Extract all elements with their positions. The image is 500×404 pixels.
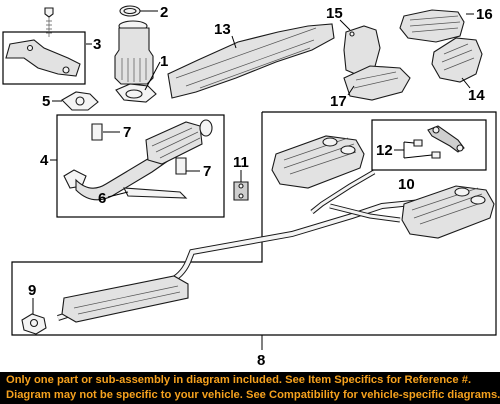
hanger-11-hole bbox=[238, 193, 244, 199]
muffler-left bbox=[271, 135, 365, 189]
disclaimer-banner: Only one part or sub-assembly in diagram… bbox=[0, 372, 500, 404]
callout-4: 4 bbox=[40, 152, 49, 169]
shield-14-ribs bbox=[441, 43, 475, 71]
part-5-gasket bbox=[61, 91, 99, 111]
leader-12 bbox=[394, 141, 433, 159]
bracket-hole bbox=[62, 66, 70, 74]
muffler-left-tip bbox=[340, 145, 356, 155]
rear-pipes-fill bbox=[311, 170, 401, 222]
part-4-box bbox=[56, 114, 225, 218]
resonator bbox=[61, 275, 189, 323]
callout-6: 6 bbox=[98, 190, 106, 207]
callout-5: 5 bbox=[42, 93, 50, 110]
leader-lines bbox=[32, 10, 474, 350]
converter-shading bbox=[121, 58, 147, 82]
part-8-exhaust-system-group bbox=[11, 111, 497, 336]
callout-1: 1 bbox=[160, 53, 168, 70]
callout-numbers: 1 2 3 4 5 6 7 7 8 9 10 11 12 13 14 15 16… bbox=[28, 4, 493, 369]
front-converter-ribs bbox=[151, 127, 201, 159]
callout-13: 13 bbox=[214, 21, 231, 38]
resonator-ribs bbox=[73, 285, 181, 315]
callout-17: 17 bbox=[330, 93, 347, 110]
disclaimer-line-1: Only one part or sub-assembly in diagram… bbox=[6, 374, 472, 386]
leader-14 bbox=[461, 77, 471, 89]
part-9-gasket bbox=[21, 313, 47, 335]
part-10-hanger-group bbox=[371, 119, 487, 171]
isolator-12-hole bbox=[456, 144, 464, 152]
part-3-bracket-group bbox=[2, 7, 86, 85]
muffler-right-tip bbox=[454, 187, 470, 197]
hanger-11-hole bbox=[238, 183, 244, 189]
strap-6 bbox=[123, 187, 188, 199]
bracket-3 bbox=[5, 39, 81, 77]
part-14-shield bbox=[431, 37, 483, 83]
callout-3: 3 bbox=[93, 36, 101, 53]
clamp-7b bbox=[175, 157, 187, 175]
callout-15: 15 bbox=[326, 5, 343, 22]
callout-8: 8 bbox=[257, 352, 265, 369]
shield-16-ribs bbox=[409, 15, 461, 33]
shield-17-ribs bbox=[353, 71, 399, 89]
ring-gasket-2-inner bbox=[123, 7, 137, 15]
shield-15-hole bbox=[349, 31, 355, 37]
leader-1 bbox=[144, 61, 161, 91]
part-11-hanger bbox=[233, 181, 249, 201]
front-converter-outlet bbox=[199, 119, 213, 137]
muffler-right bbox=[401, 185, 495, 239]
heat-shield-13 bbox=[167, 23, 335, 99]
part-8-box bbox=[11, 111, 497, 336]
bracket-hole bbox=[26, 44, 34, 52]
part-4-front-pipe-group bbox=[56, 114, 225, 218]
callout-2: 2 bbox=[160, 4, 168, 21]
part-10-box bbox=[371, 119, 487, 171]
converter-body bbox=[114, 27, 154, 85]
gasket-9-hole bbox=[29, 318, 39, 328]
bolt-head bbox=[44, 7, 54, 18]
callout-14: 14 bbox=[468, 87, 485, 104]
leader-15 bbox=[339, 19, 351, 31]
callout-7a: 7 bbox=[123, 124, 131, 141]
clamp-7a bbox=[91, 123, 103, 141]
disclaimer-line-2: Diagram may not be specific to your vehi… bbox=[6, 389, 500, 401]
part-16-shield bbox=[399, 9, 465, 43]
callout-10: 10 bbox=[398, 176, 415, 193]
nut-12a bbox=[413, 139, 423, 147]
exhaust-parts-diagram: 1 2 3 4 5 6 7 7 8 9 10 11 12 13 14 15 16… bbox=[2, 4, 497, 369]
callout-16: 16 bbox=[476, 6, 493, 23]
callout-12: 12 bbox=[376, 142, 393, 159]
part-3-box bbox=[2, 31, 86, 85]
part-1-converter bbox=[114, 20, 157, 103]
nut-12b bbox=[431, 151, 441, 159]
callout-9: 9 bbox=[28, 282, 36, 299]
heat-shield-13-ribs bbox=[175, 27, 317, 89]
isolator-12-hole bbox=[432, 126, 440, 134]
callout-11: 11 bbox=[233, 154, 249, 171]
leader-17 bbox=[347, 85, 355, 96]
hanger-11 bbox=[233, 181, 249, 201]
part-17-shield bbox=[343, 65, 411, 101]
leader-13 bbox=[231, 35, 237, 49]
front-converter-body bbox=[145, 121, 203, 165]
muffler-left-tip bbox=[322, 137, 338, 147]
leader-6 bbox=[107, 191, 129, 198]
converter-flange-hole bbox=[125, 89, 143, 99]
gasket-5-hole bbox=[75, 96, 85, 106]
bolt-thread bbox=[46, 17, 52, 37]
callout-7b: 7 bbox=[203, 163, 211, 180]
part-13-heat-shield bbox=[167, 23, 335, 99]
shield-14 bbox=[431, 37, 483, 83]
shield-16 bbox=[399, 9, 465, 43]
part-2-ring bbox=[119, 5, 141, 17]
muffler-right-tip bbox=[470, 195, 486, 205]
